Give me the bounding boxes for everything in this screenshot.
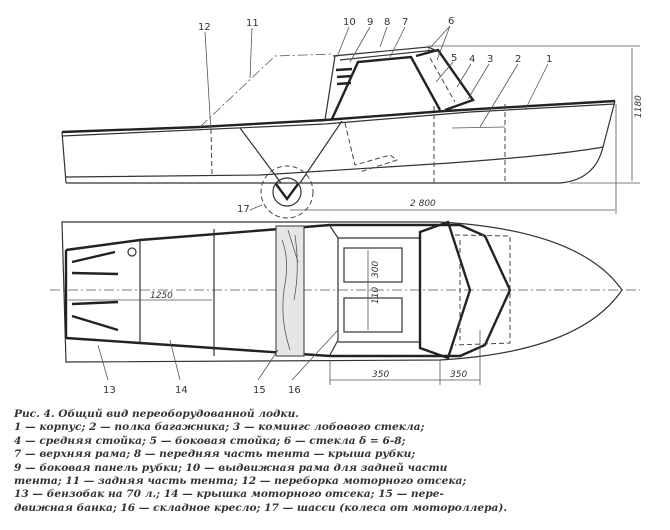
boat-drawing: 1180 2 800 12 11 10 9 8 7 6 5 4 3 2 1 17 <box>50 16 644 396</box>
compartment-lines <box>433 104 506 183</box>
dim-1250: 1250 <box>150 291 173 301</box>
label-11: 11 <box>246 18 259 29</box>
windshield <box>415 48 475 112</box>
plan-view: 1250 300 110 350 350 13 14 15 16 <box>50 220 640 396</box>
label-6: 6 <box>448 16 454 27</box>
label-3: 3 <box>487 54 493 65</box>
caption-line: 1 — корпус; 2 — полка багажника; 3 — ком… <box>14 421 425 434</box>
label-15: 15 <box>253 385 266 396</box>
dim-300: 300 <box>371 261 381 278</box>
leader-lines-plan <box>97 329 339 381</box>
hull-bottom <box>66 100 616 184</box>
bow-shelf <box>454 234 511 346</box>
dim-350a: 350 <box>372 370 389 380</box>
shelf-2 <box>451 126 506 129</box>
tent-rear <box>199 53 334 128</box>
wheel-fork <box>275 183 299 202</box>
tank-cap <box>127 247 137 257</box>
dim-lines-plan <box>68 250 481 385</box>
label-10: 10 <box>343 17 356 28</box>
label-12: 12 <box>198 22 211 33</box>
label-14: 14 <box>175 385 188 396</box>
caption-line: тента; 11 — задняя часть тента; 12 — пер… <box>14 475 467 488</box>
dim-length: 2 800 <box>410 199 436 209</box>
caption-line: 7 — верхняя рама; 8 — передняя часть тен… <box>14 448 416 461</box>
label-9: 9 <box>367 17 373 28</box>
chassis-strut-front <box>299 120 343 184</box>
caption-line: 4 — средняя стойка; 5 — боковая стойка; … <box>14 434 406 447</box>
inner-gunwale <box>65 223 512 358</box>
label-7: 7 <box>402 17 408 28</box>
bench-15 <box>275 225 305 357</box>
label-4: 4 <box>469 54 475 65</box>
label-17: 17 <box>237 204 250 215</box>
hull-chine <box>65 146 604 178</box>
wheel-17 <box>260 165 314 219</box>
chassis-strut-rear <box>239 127 282 184</box>
hull-stern <box>61 131 67 184</box>
seat-16 <box>344 122 399 173</box>
leader-lines <box>204 25 549 211</box>
hull-outline <box>61 221 623 363</box>
caption-line: движная банка; 16 — складное кресло; 17 … <box>14 501 508 514</box>
figure-caption: Рис. 4. Общий вид переоборудованной лодк… <box>14 408 508 515</box>
cabin-side-frame <box>330 55 442 120</box>
caption-line: 13 — бензобак на 70 л.; 14 — крышка мото… <box>14 488 444 501</box>
windshield-plan <box>418 220 472 360</box>
cabin-roof <box>332 46 438 61</box>
caption-title: Рис. 4. Общий вид переоборудованной лодк… <box>14 408 299 420</box>
bench-grain <box>281 229 299 351</box>
caption-line: 9 — боковая панель рубки; 10 — выдвижная… <box>14 461 448 474</box>
dim-height: 1180 <box>634 95 644 118</box>
windshield-glass <box>429 57 456 103</box>
seat-right <box>343 297 403 333</box>
seat-left <box>343 247 403 283</box>
label-2: 2 <box>515 54 521 65</box>
hull-sheer-line <box>61 103 616 137</box>
side-view: 1180 2 800 12 11 10 9 8 7 6 5 4 3 2 1 17 <box>61 16 644 219</box>
cabin-back-post <box>324 55 336 121</box>
dim-110: 110 <box>371 287 381 304</box>
dim-350b: 350 <box>450 370 467 380</box>
dim-length-line <box>290 104 617 214</box>
engine-cover-14 <box>139 229 215 356</box>
label-8: 8 <box>384 17 390 28</box>
dim-height-line <box>428 45 640 184</box>
wheel-hub <box>272 177 302 207</box>
bulkhead-12 <box>210 128 213 176</box>
tank-13-lines <box>71 250 119 332</box>
label-16: 16 <box>288 385 301 396</box>
label-1: 1 <box>546 54 552 65</box>
label-13: 13 <box>103 385 116 396</box>
label-5: 5 <box>451 53 457 64</box>
cabin-vent-lines <box>335 67 353 86</box>
